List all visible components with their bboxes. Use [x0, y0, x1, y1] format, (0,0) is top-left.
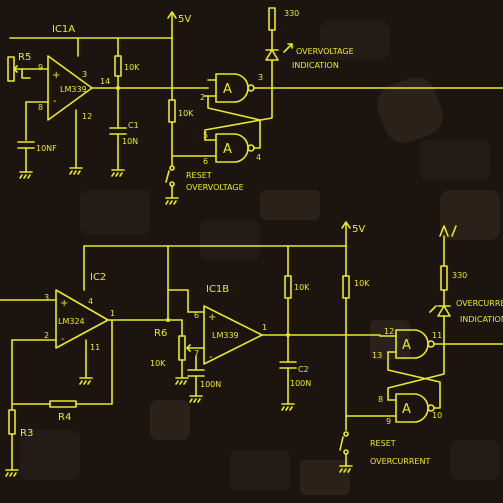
top-pin14: 14 [100, 77, 110, 86]
top-supply-label: 5V [178, 14, 191, 25]
top-led-label-2: INDICATION [292, 61, 339, 70]
bottom-ic2-label: IC2 [90, 272, 106, 283]
bottom-opamp1-plus: + [60, 298, 68, 309]
bottom-opamp2-minus: - [209, 352, 213, 363]
bottom-reset-1: RESET [370, 439, 396, 448]
bottom-res-330: 330 [452, 271, 467, 280]
bottom-pin2: 2 [44, 331, 49, 340]
top-gate-2: A [223, 142, 232, 157]
bottom-supply-label: 5V [352, 224, 365, 235]
bottom-led-label-2: INDICATION [460, 315, 503, 324]
bottom-res-10k-c: 10K [354, 279, 370, 288]
bottom-res-10k-a: 10K [150, 359, 166, 368]
overvoltage-circuit: 5V IC1A R5 9 + - LM339 3 12 8 10NF 14 [7, 7, 503, 205]
top-ic-label: IC1A [52, 24, 75, 35]
top-cap-10n: 10N [122, 137, 138, 146]
bottom-reset-2: OVERCURRENT [370, 457, 430, 466]
bottom-pin7: 7 [194, 349, 199, 358]
top-cap-10nf: 10NF [36, 144, 57, 153]
bottom-gate-1: A [402, 338, 411, 353]
bottom-pin6: 6 [194, 311, 199, 320]
top-reset-1: RESET [186, 171, 212, 180]
bottom-pin9: 9 [386, 417, 391, 426]
top-reset-2: OVERVOLTAGE [186, 183, 244, 192]
bottom-pin3: 3 [44, 293, 49, 302]
top-led-label-1: OVERVOLTAGE [296, 47, 354, 56]
bottom-led-label-1: OVERCURRENT [456, 299, 503, 308]
top-res-10k-b: 10K [178, 109, 194, 118]
bottom-r4: R4 [58, 412, 71, 423]
r5-label: R5 [18, 52, 31, 63]
bottom-opamp1-name: LM324 [58, 317, 85, 326]
top-opamp-minus: - [53, 96, 57, 107]
overcurrent-circuit: 5V IC2 IC1B + - LM324 4 11 3 2 1 R4 R3 [0, 221, 503, 477]
top-pin8: 8 [38, 103, 43, 112]
top-gate-pin2: 2 [200, 93, 205, 102]
bottom-ic1b-label: IC1B [206, 284, 229, 295]
bottom-opamp2-name: LM339 [212, 331, 239, 340]
top-res-10k-a: 10K [124, 63, 140, 72]
bottom-gate-2: A [402, 402, 411, 417]
bottom-cap-100n-a: 100N [200, 380, 221, 389]
top-pin9: 9 [38, 63, 43, 72]
bottom-opamp1-minus: - [61, 334, 65, 345]
bottom-cap-c2: C2 [298, 365, 309, 374]
bottom-pin13: 13 [372, 351, 382, 360]
bottom-pin1b: 1 [262, 323, 267, 332]
top-opamp-plus: + [52, 70, 60, 81]
bottom-pin11: 11 [90, 343, 100, 352]
top-res-330: 330 [284, 9, 299, 18]
top-cap-c1: C1 [128, 121, 139, 130]
bottom-pin12: 12 [384, 327, 394, 336]
bottom-r3: R3 [20, 428, 33, 439]
bottom-opamp2-plus: + [208, 312, 216, 323]
top-opamp-name: LM339 [60, 85, 87, 94]
bottom-pin8: 8 [378, 395, 383, 404]
bottom-pin10: 10 [432, 411, 442, 420]
top-pin3: 3 [82, 70, 87, 79]
bottom-r6: R6 [154, 328, 167, 339]
bottom-pin4: 4 [88, 297, 93, 306]
bottom-pin1: 1 [110, 309, 115, 318]
top-gate-pin4: 4 [256, 153, 261, 162]
top-gate-pin3: 3 [258, 73, 263, 82]
top-pin12: 12 [82, 112, 92, 121]
top-gate-1: A [223, 82, 232, 97]
bottom-pin11b: 11 [432, 331, 442, 340]
bottom-res-10k-b: 10K [294, 283, 310, 292]
bottom-cap-100n-b: 100N [290, 379, 311, 388]
top-gate-pin6: 6 [203, 157, 208, 166]
